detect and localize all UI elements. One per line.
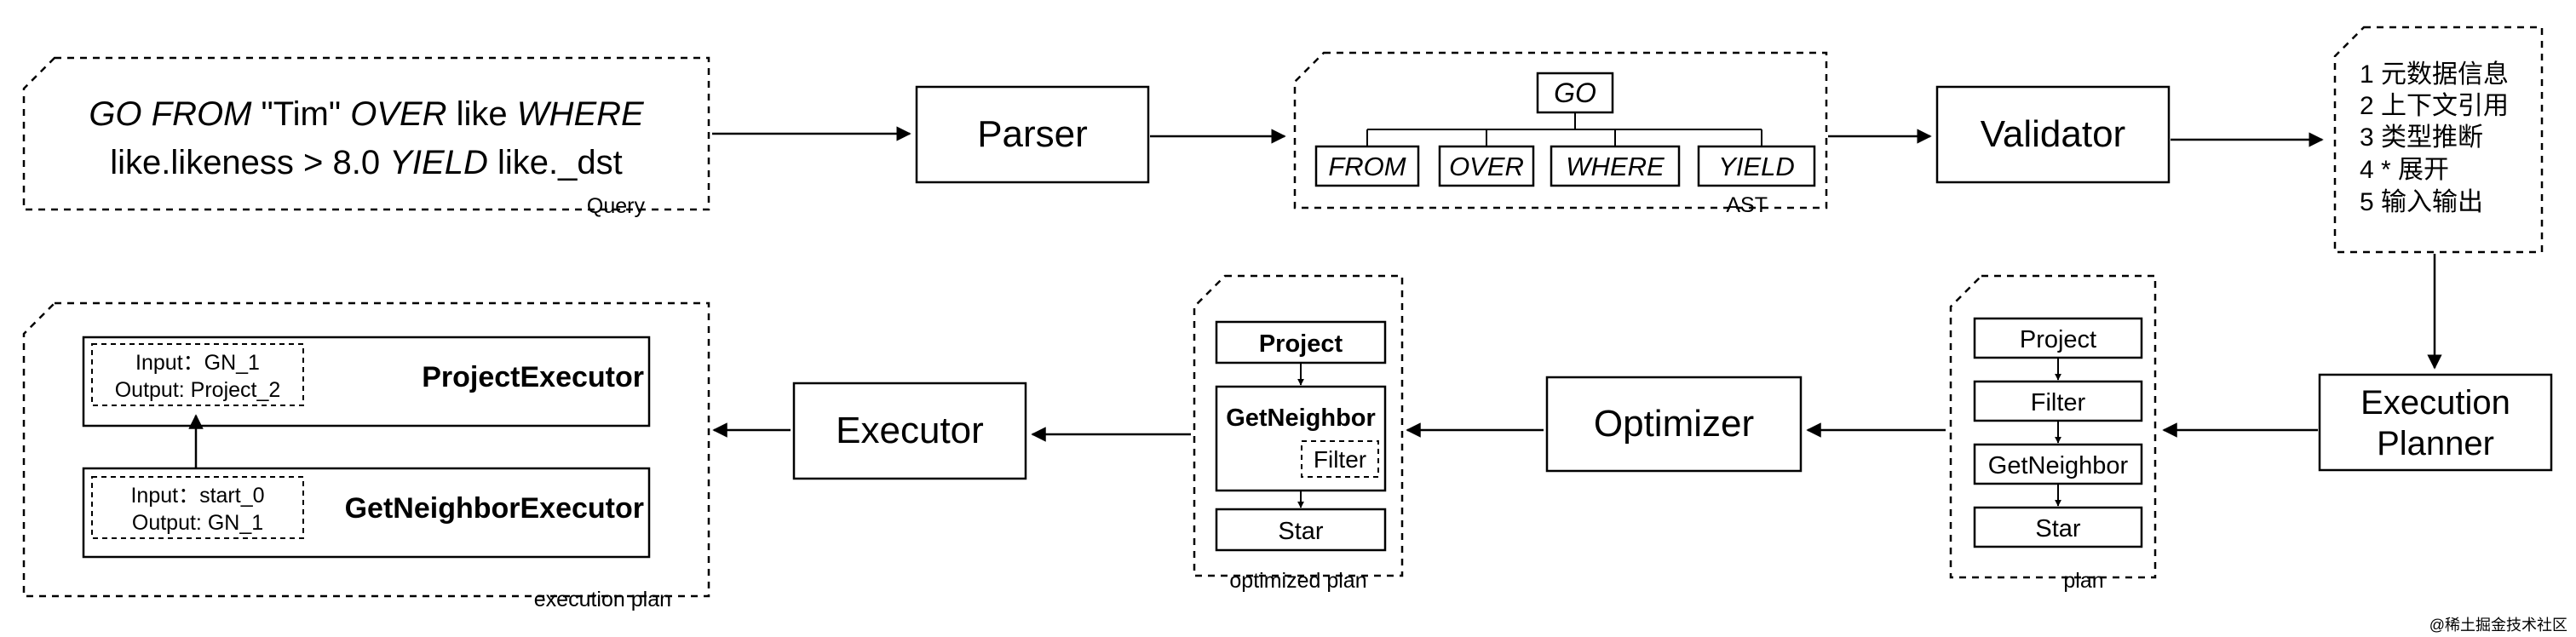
query-token: OVER xyxy=(350,95,446,133)
executor-box xyxy=(792,382,1027,480)
query-token: YIELD xyxy=(389,144,488,181)
query-frame xyxy=(22,56,710,211)
query-line-1: GO FROM "Tim" OVER like WHERE xyxy=(89,95,645,133)
plan-node-star-label: Star xyxy=(2035,515,2081,542)
project-executor-name: ProjectExecutor xyxy=(422,361,644,393)
planner-label-line-1: Execution xyxy=(2360,384,2510,422)
validator-note: 2 上下文引用 xyxy=(2360,92,2509,120)
getneighbor-executor-input: Input：start_0 xyxy=(130,484,264,508)
query-token: GO FROM xyxy=(89,95,252,133)
parser-stage: Parser xyxy=(915,85,1150,184)
plan-node-filter-label: Filter xyxy=(2031,389,2086,416)
optimizer-stage: Optimizer xyxy=(1545,376,1803,473)
plan-node-star xyxy=(1973,506,2143,548)
ast-child-yield xyxy=(1697,145,1816,187)
validator-stage: Validator xyxy=(1935,85,2171,184)
plan-node-project-label: Project xyxy=(2020,326,2096,353)
planner-label-line-2: Planner xyxy=(2377,425,2494,462)
optimized-plan-caption: optimized plan xyxy=(1229,569,1366,593)
query-token: WHERE xyxy=(517,95,645,133)
ast-child-yield-label: YIELD xyxy=(1718,152,1795,181)
getneighbor-executor-name: GetNeighborExecutor xyxy=(345,492,644,525)
optimizer-label: Optimizer xyxy=(1594,403,1754,445)
getneighbor-executor-io xyxy=(91,476,304,539)
ast-child-over xyxy=(1438,145,1535,187)
ast-panel: GO FROM OVER WHERE YIELD AST xyxy=(1293,51,1828,217)
watermark-text: @稀土掘金技术社区 xyxy=(2429,617,2567,634)
query-panel: GO FROM "Tim" OVER like WHERE like.liken… xyxy=(22,56,710,218)
planner-box xyxy=(2318,373,2553,472)
ast-child-where xyxy=(1550,145,1681,187)
executor-stage: Executor xyxy=(792,382,1027,480)
opt-node-project xyxy=(1215,320,1387,364)
plan-caption: plan xyxy=(2063,569,2103,593)
query-token: like._dst xyxy=(488,144,623,181)
opt-node-star xyxy=(1215,508,1387,552)
opt-node-star-label: Star xyxy=(1278,518,1324,545)
query-token: like xyxy=(447,95,517,133)
ast-caption: AST xyxy=(1726,193,1768,217)
project-executor-input: Input：GN_1 xyxy=(135,351,260,375)
validator-note: 3 类型推断 xyxy=(2360,123,2483,152)
ast-child-from xyxy=(1314,145,1420,187)
plan-frame xyxy=(1949,274,2157,579)
opt-node-project-label: Project xyxy=(1259,330,1343,358)
query-caption: Query xyxy=(587,194,646,218)
planner-stage: Execution Planner xyxy=(2318,373,2553,472)
getneighbor-executor-output: Output: GN_1 xyxy=(132,511,263,535)
validator-note: 5 输入输出 xyxy=(2360,188,2483,216)
executor-label: Executor xyxy=(836,410,984,451)
ast-frame xyxy=(1293,51,1828,209)
opt-node-filter-label: Filter xyxy=(1314,446,1366,473)
query-token: like.likeness > 8.0 xyxy=(110,144,389,181)
validator-box xyxy=(1935,85,2171,184)
project-executor-io xyxy=(91,343,304,406)
validator-note: 4 * 展开 xyxy=(2360,156,2449,184)
ast-child-where-label: WHERE xyxy=(1566,152,1665,181)
plan-node-filter xyxy=(1973,380,2143,422)
parser-box xyxy=(915,85,1150,184)
ast-root-label: GO xyxy=(1554,77,1596,108)
execution-plan-caption: execution plan xyxy=(534,588,671,611)
project-executor-output: Output: Project_2 xyxy=(115,378,281,402)
plan-node-getneighbor xyxy=(1973,443,2143,485)
optimized-plan-frame xyxy=(1193,274,1404,577)
plan-node-getneighbor-label: GetNeighbor xyxy=(1988,452,2129,479)
parser-label: Parser xyxy=(977,113,1088,155)
plan-panel: Project Filter GetNeighbor Star plan xyxy=(1949,274,2157,593)
query-line-2: like.likeness > 8.0 YIELD like._dst xyxy=(110,144,622,181)
optimized-plan-panel: Project GetNeighbor Filter Star optimize… xyxy=(1193,274,1404,593)
ast-child-from-label: FROM xyxy=(1328,152,1406,181)
opt-node-getneighbor-label: GetNeighbor xyxy=(1226,405,1376,432)
opt-node-filter xyxy=(1301,440,1379,478)
optimizer-box xyxy=(1545,376,1803,473)
validator-note: 1 元数据信息 xyxy=(2360,60,2509,89)
validator-label: Validator xyxy=(1981,113,2125,155)
execution-plan-panel: Input：GN_1 Output: Project_2 ProjectExec… xyxy=(22,301,710,611)
validator-notes-panel: 1 元数据信息 2 上下文引用 3 类型推断 4 * 展开 5 输入输出 xyxy=(2333,26,2544,254)
ast-child-over-label: OVER xyxy=(1449,152,1524,181)
query-token: "Tim" xyxy=(251,95,350,133)
